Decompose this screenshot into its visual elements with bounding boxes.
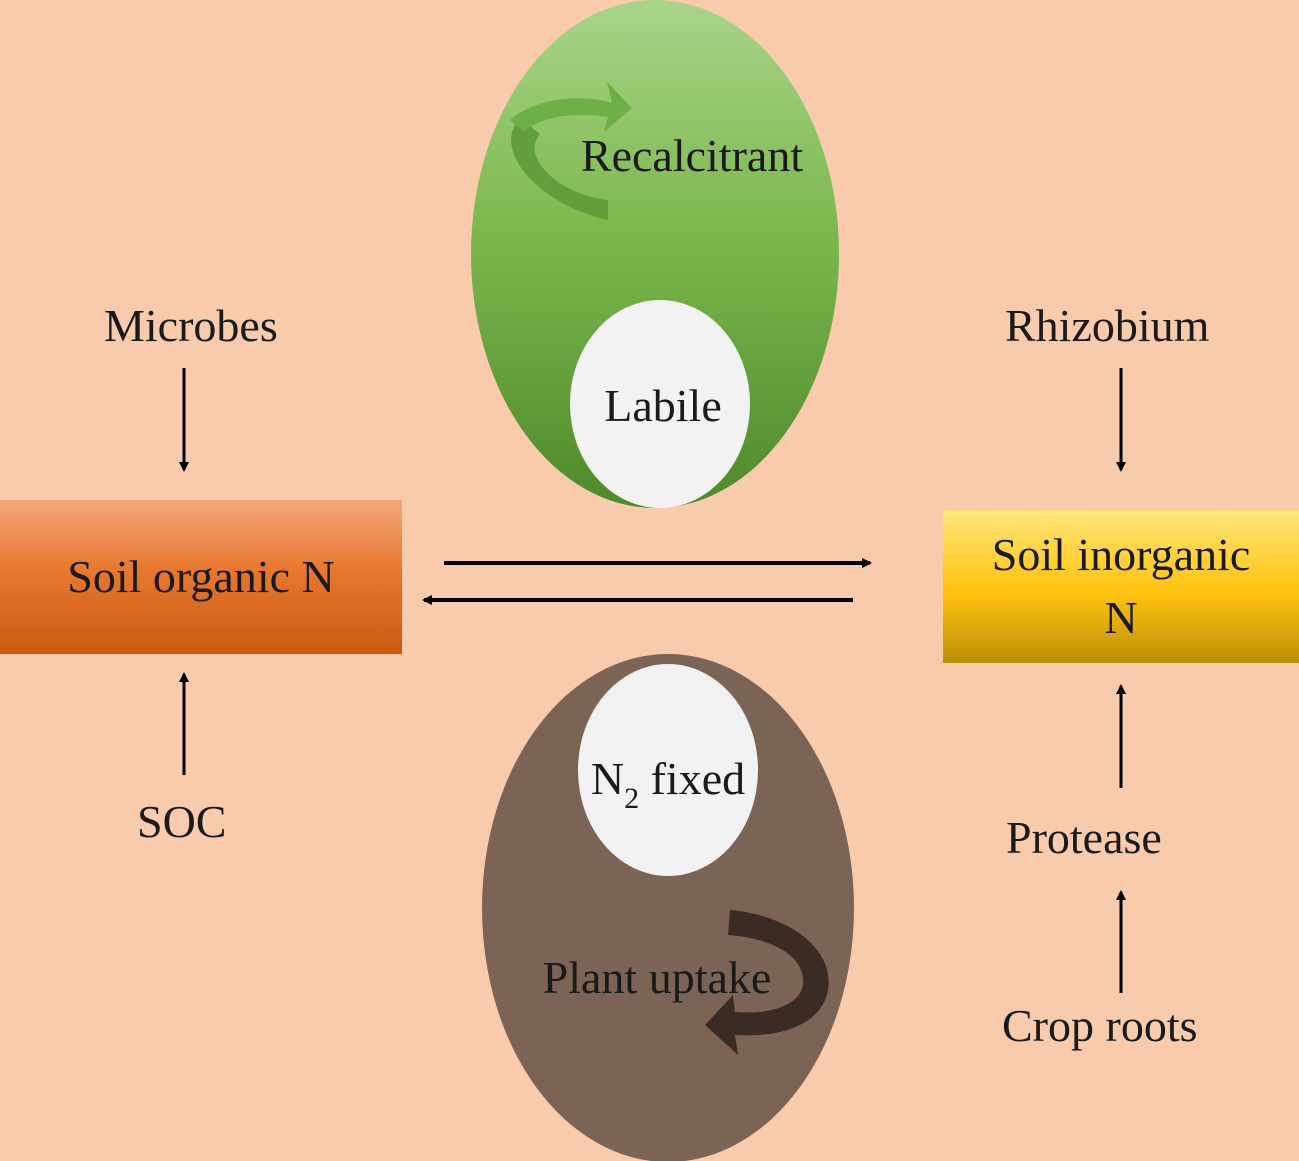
cycle-arrow-icon: [510, 82, 632, 132]
soil-inorganic-n-label-line2: N: [1104, 591, 1138, 643]
soc-label: SOC: [137, 796, 227, 847]
recalcitrant-label: Recalcitrant: [581, 130, 803, 181]
soil-organic-n-box: Soil organic N: [0, 500, 402, 654]
crop-roots-label: Crop roots: [1002, 1000, 1198, 1051]
plant-uptake-label: Plant uptake: [543, 952, 772, 1003]
labile-label: Labile: [604, 380, 722, 431]
soil-organic-n-label: Soil organic N: [67, 550, 335, 602]
microbes-label: Microbes: [104, 300, 278, 351]
soil-inorganic-n-label-line1: Soil inorganic: [991, 528, 1251, 580]
n2-fixed-circle: [578, 664, 758, 876]
n2-fixed-label: N2 fixed: [591, 753, 745, 815]
cycle-arrow-icon: [705, 910, 829, 1055]
labile-circle: [570, 300, 750, 508]
protease-label: Protease: [1006, 812, 1162, 863]
rhizobium-label: Rhizobium: [1005, 300, 1210, 351]
soil-inorganic-n-box: Soil inorganic N: [943, 510, 1299, 663]
